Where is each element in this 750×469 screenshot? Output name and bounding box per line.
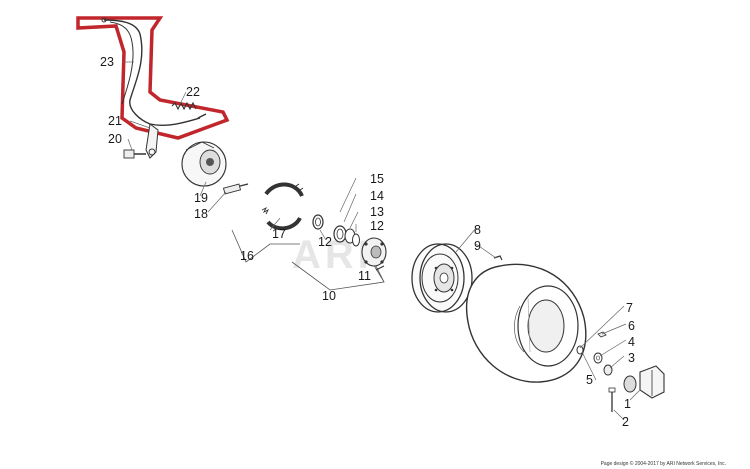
callout-17[interactable]: 17 xyxy=(272,227,286,241)
callout-19[interactable]: 19 xyxy=(194,191,208,205)
callout-22[interactable]: 22 xyxy=(186,85,200,99)
wheel-hub[interactable] xyxy=(361,237,387,267)
leader-10 xyxy=(291,261,385,291)
wheel-rim[interactable] xyxy=(411,243,473,313)
callout-20[interactable]: 21 xyxy=(108,114,122,128)
callout-3[interactable]: 3 xyxy=(628,351,635,365)
cable-end-clip xyxy=(197,113,207,119)
callout-6[interactable]: 6 xyxy=(628,319,635,333)
callout-23[interactable]: 23 xyxy=(100,55,114,69)
callout-12a[interactable]: 12 xyxy=(318,235,332,249)
brake-cable xyxy=(103,19,201,127)
callout-16[interactable]: 16 xyxy=(240,249,254,263)
callout-14[interactable]: 14 xyxy=(370,189,384,203)
hub-cap-screw[interactable] xyxy=(608,387,616,412)
brake-cable-assembly[interactable] xyxy=(76,16,230,140)
callout-9[interactable]: 9 xyxy=(474,239,481,253)
highlight-outline xyxy=(76,16,230,140)
leader-lines xyxy=(122,61,641,421)
callout-12b[interactable]: 12 xyxy=(370,219,384,233)
cotter-pin[interactable] xyxy=(375,265,385,271)
arm-bolt[interactable] xyxy=(123,149,146,159)
callout-1[interactable]: 1 xyxy=(624,397,631,411)
callout-15[interactable]: 15 xyxy=(370,172,384,186)
hub-cap[interactable] xyxy=(623,365,665,399)
callout-21[interactable]: 20 xyxy=(108,132,122,146)
callouts: 23 22 21 20 19 18 17 16 15 14 13 12 12 1… xyxy=(100,55,635,429)
brake-cable-sheath xyxy=(109,21,134,105)
cable-end-fitting xyxy=(101,17,107,23)
callout-4[interactable]: 4 xyxy=(628,335,635,349)
callout-8[interactable]: 8 xyxy=(474,223,481,237)
brake-shoes[interactable] xyxy=(261,182,304,231)
callout-10[interactable]: 10 xyxy=(322,289,336,303)
valve-stem[interactable] xyxy=(493,255,503,261)
axle-hardware[interactable] xyxy=(576,331,613,376)
callout-7[interactable]: 7 xyxy=(626,301,633,315)
tire[interactable] xyxy=(466,263,587,383)
axle-bolt[interactable] xyxy=(222,183,249,195)
brake-arm[interactable] xyxy=(145,123,159,159)
hub-bearings[interactable] xyxy=(312,214,360,247)
callout-18[interactable]: 18 xyxy=(194,207,208,221)
callout-11[interactable]: 11 xyxy=(358,269,371,283)
leader-16 xyxy=(231,229,300,263)
copyright-footer: Page design © 2004-2017 by ARI Network S… xyxy=(600,461,726,467)
cable-spring[interactable] xyxy=(171,101,197,111)
callout-2[interactable]: 2 xyxy=(622,415,629,429)
callout-13[interactable]: 13 xyxy=(370,205,384,219)
brake-backing-plate[interactable] xyxy=(181,141,227,187)
callout-5[interactable]: 5 xyxy=(586,373,593,387)
